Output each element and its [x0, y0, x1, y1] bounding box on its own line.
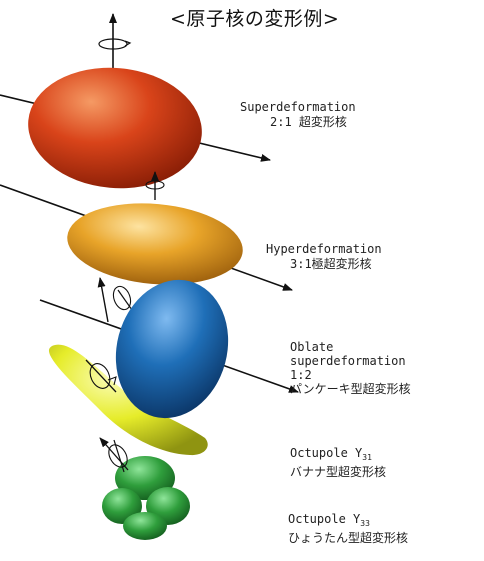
gourd-shaped-nucleus	[102, 456, 190, 540]
label-oblate: Oblate superdeformation 1:2 パンケーキ型超変形核	[290, 340, 411, 396]
label-superdeformation: Superdeformation 2:1 超変形核	[240, 100, 356, 130]
superdeformed-nucleus	[23, 61, 207, 196]
label-hyperdeformation: Hyperdeformation 3:1極超変形核	[266, 242, 382, 272]
label-octupole-y33: Octupole Y33 ひょうたん型超変形核	[288, 512, 408, 546]
top-rotation-axis	[99, 14, 130, 75]
diagram-title: <原子核の変形例>	[170, 4, 339, 31]
hyperdeformed-nucleus	[64, 196, 246, 291]
label-octupole-y31: Octupole Y31 バナナ型超変形核	[290, 446, 386, 480]
